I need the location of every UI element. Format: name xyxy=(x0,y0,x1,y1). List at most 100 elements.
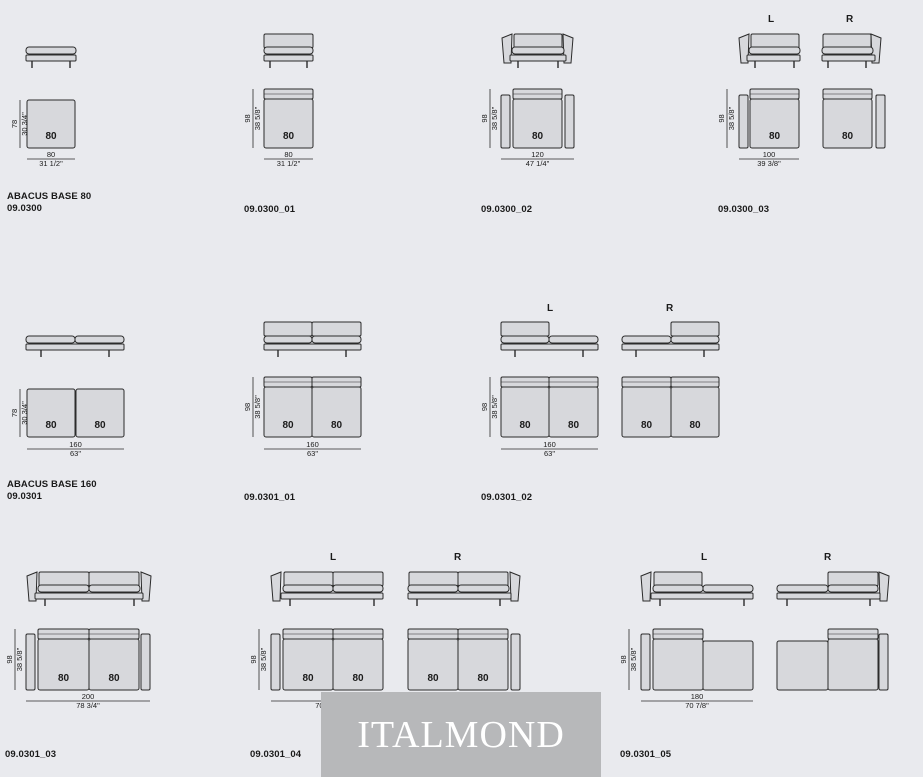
base-frame xyxy=(509,54,567,62)
armrest-plan xyxy=(510,633,521,691)
width-cm: 80 xyxy=(47,150,55,159)
depth-cm: 98 xyxy=(480,403,489,411)
seat-plan xyxy=(827,638,879,691)
base-frame xyxy=(25,343,125,351)
product-code: 09.0300 xyxy=(7,203,43,214)
armrest-plan xyxy=(564,94,575,149)
product-name: ABACUS BASE 160 xyxy=(7,479,97,490)
width-cm: 160 xyxy=(306,440,319,449)
seat-cushion xyxy=(332,584,384,593)
seat-plan xyxy=(88,638,140,691)
width-cm: 120 xyxy=(531,150,544,159)
width-in: 39 3/8" xyxy=(757,159,781,168)
back-cushion xyxy=(827,571,879,587)
watermark-text: ITALMOND xyxy=(357,713,565,756)
back-cushion xyxy=(283,571,334,587)
back-cushion xyxy=(408,571,459,587)
back-cushion xyxy=(263,33,314,49)
back-cushion xyxy=(653,571,703,587)
back-cushion xyxy=(457,571,509,587)
seat-cushion xyxy=(74,335,125,344)
seat-plan xyxy=(749,98,800,149)
seat-plan xyxy=(670,386,720,438)
armrest-plan xyxy=(878,633,889,691)
seat-cushion xyxy=(37,584,90,593)
width-in: 63" xyxy=(544,449,555,458)
seat-plan xyxy=(332,638,384,691)
product-label-09-0300: ABACUS BASE 80 09.0300 xyxy=(7,191,91,215)
base-frame xyxy=(34,592,144,600)
seat-width-label: 80 xyxy=(689,420,701,431)
depth-cm: 98 xyxy=(243,403,252,411)
seat-plan xyxy=(548,386,599,438)
back-cushion xyxy=(513,33,563,49)
width-cm: 180 xyxy=(691,692,704,701)
seat-cushion xyxy=(500,335,550,344)
depth-cm: 98 xyxy=(243,114,252,122)
side-label-right: R xyxy=(666,303,674,314)
seat-cushion xyxy=(263,46,314,55)
seat-width-label: 80 xyxy=(282,420,294,431)
seat-cushion xyxy=(776,584,829,593)
product-name: ABACUS BASE 80 xyxy=(7,191,92,202)
base-frame xyxy=(263,54,314,62)
product-code-09-0300-02: 09.0300_02 xyxy=(481,204,533,215)
side-label-left: L xyxy=(330,552,337,563)
seat-plan xyxy=(652,638,704,691)
back-cushion xyxy=(88,571,140,587)
depth-in: 38 5/8" xyxy=(490,106,499,130)
seat-plan xyxy=(263,98,314,149)
side-label-left: L xyxy=(768,14,775,25)
width-cm: 160 xyxy=(69,440,82,449)
seat-width-label: 80 xyxy=(108,673,120,684)
armrest xyxy=(270,571,282,602)
seat-width-label: 80 xyxy=(58,673,70,684)
seat-width-label: 80 xyxy=(427,673,439,684)
width-in: 31 1/2" xyxy=(277,159,301,168)
product-label-09-0301: ABACUS BASE 160 09.0301 xyxy=(7,479,97,503)
seat-cushion xyxy=(670,335,720,344)
base-frame xyxy=(650,592,754,600)
back-cushion xyxy=(670,321,720,337)
product-code-09-0301-03: 09.0301_03 xyxy=(5,749,57,760)
seat-cushion xyxy=(621,335,672,344)
depth-cm: 98 xyxy=(717,114,726,122)
seat-plan xyxy=(457,638,509,691)
product-code-09-0301-01: 09.0301_01 xyxy=(244,492,296,503)
armrest xyxy=(509,571,521,602)
width-in: 78 3/4" xyxy=(76,701,100,710)
depth-in: 38 5/8" xyxy=(629,647,638,671)
armrest xyxy=(640,571,652,602)
width-cm: 80 xyxy=(284,150,292,159)
back-cushion xyxy=(38,571,90,587)
seat-width-label: 80 xyxy=(519,420,531,431)
armrest-plan xyxy=(270,633,281,691)
seat-width-label: 80 xyxy=(568,420,580,431)
armrest-plan xyxy=(25,633,36,691)
watermark: ITALMOND xyxy=(321,692,601,777)
base-frame xyxy=(821,54,876,62)
seat-width-label: 80 xyxy=(302,673,314,684)
seat-width-label: 80 xyxy=(352,673,364,684)
armrest-plan xyxy=(140,633,151,691)
seat-width-label: 80 xyxy=(477,673,489,684)
seat-cushion xyxy=(282,584,334,593)
seat-width-label: 80 xyxy=(283,131,295,142)
depth-in: 38 5/8" xyxy=(727,106,736,130)
config-09-0300-03-right: 80 xyxy=(821,33,886,149)
back-cushion xyxy=(822,33,872,49)
seat-plan xyxy=(776,640,829,691)
seat-cushion xyxy=(748,46,801,55)
seat-cushion xyxy=(702,584,754,593)
seat-plan xyxy=(26,99,76,149)
width-cm: 200 xyxy=(82,692,95,701)
base-frame xyxy=(776,592,881,600)
seat-cushion xyxy=(263,335,313,344)
seat-width-label: 80 xyxy=(94,420,106,431)
seat-cushion xyxy=(311,335,362,344)
width-cm: 160 xyxy=(543,440,556,449)
